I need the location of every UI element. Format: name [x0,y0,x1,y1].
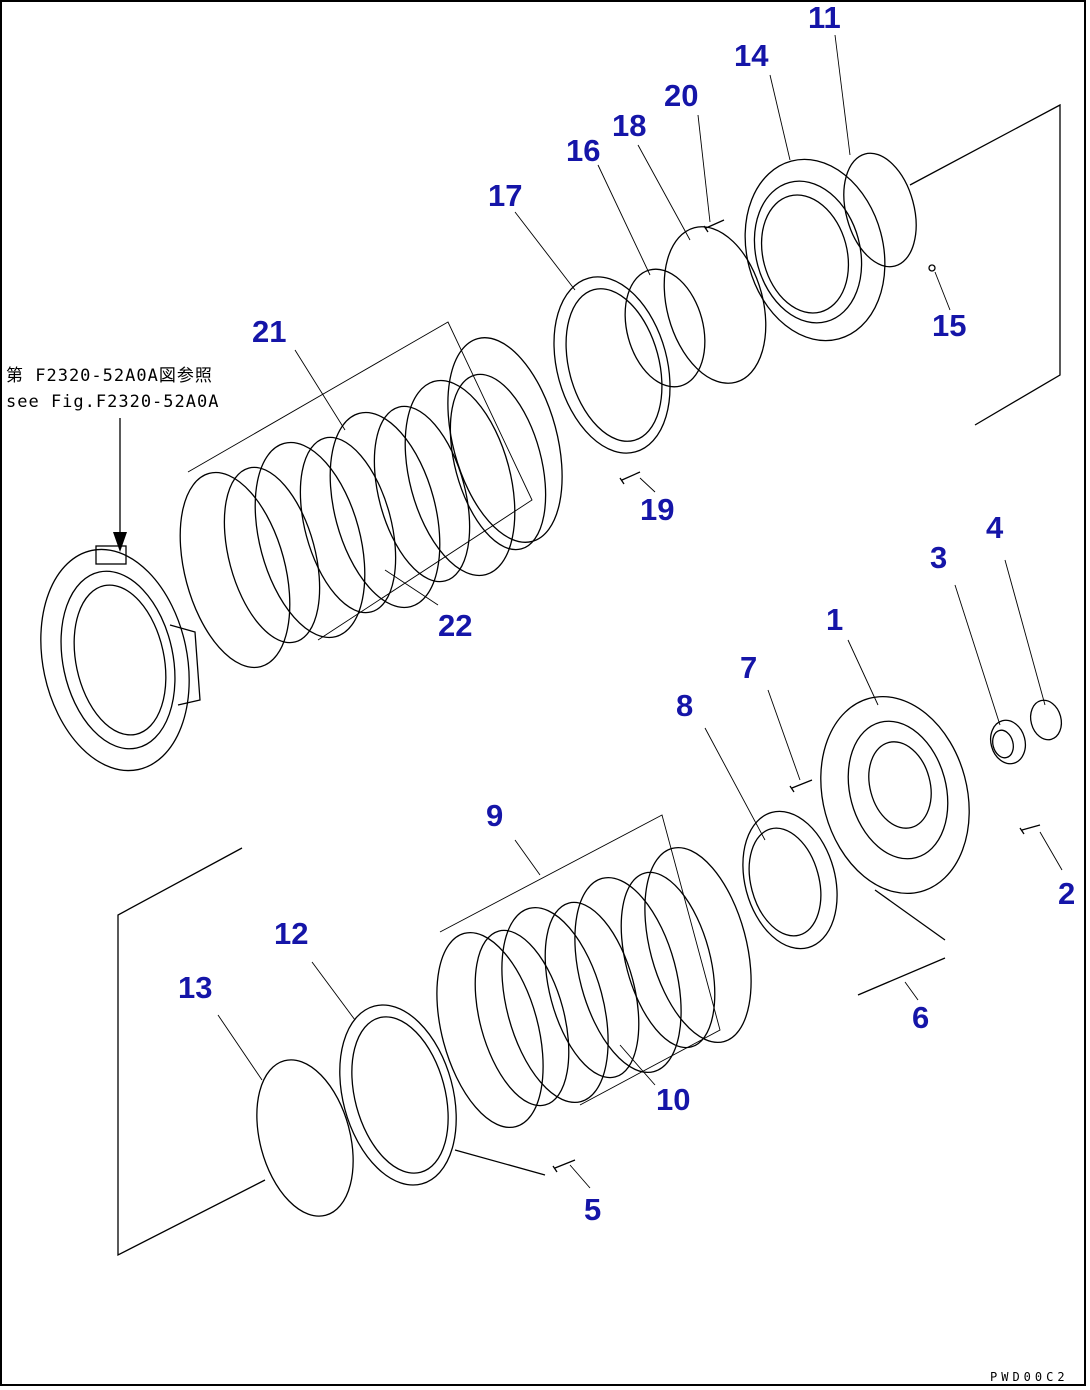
part-17-piston [553,276,671,454]
callout-11: 11 [808,0,841,35]
drawing-code: PWD00C2 [990,1370,1069,1384]
bracket-upper-right [909,103,1061,426]
part-1-housing [820,695,970,941]
callout-15: 15 [932,308,967,343]
part-7-pin [789,779,813,793]
reference-arrow-head [113,532,127,552]
callout-14: 14 [734,38,769,73]
callout-22: 22 [438,608,473,643]
reference-housing [40,545,201,772]
callout-3: 3 [930,540,948,575]
leader-lines [217,34,1063,1189]
callout-9: 9 [486,798,504,833]
callout-7: 7 [740,650,758,685]
callout-19: 19 [640,492,675,527]
callout-12: 12 [274,916,309,951]
part-5-bolt [454,1149,576,1176]
lower-disc-pack [436,814,752,1129]
part-4-cap [1029,699,1063,741]
callout-6: 6 [912,1000,930,1035]
part-18-seal [663,226,767,384]
callout-4: 4 [986,510,1004,545]
part-13-seal [256,1059,354,1217]
part-15-plug [928,264,936,272]
callout-8: 8 [676,688,694,723]
callout-21: 21 [252,314,287,349]
callout-20: 20 [664,78,699,113]
part-16-seal [624,268,706,388]
callout-18: 18 [612,108,647,143]
callout-2: 2 [1058,876,1076,911]
callout-5: 5 [584,1192,602,1227]
reference-note-en: see Fig.F2320-52A0A [6,392,220,412]
callout-1: 1 [826,602,844,637]
part-8-bearing [742,810,838,950]
part-12-piston [339,1004,457,1186]
callout-13: 13 [178,970,213,1005]
bracket-lower-left [117,847,266,1257]
reference-note-jp: 第 F2320-52A0A図参照 [6,366,213,386]
part-14-housing [744,158,886,342]
part-6-pin [857,957,946,996]
upper-disc-pack [179,321,563,669]
callout-10: 10 [656,1082,691,1117]
callout-16: 16 [566,133,601,168]
callout-17: 17 [488,178,523,213]
bolts-19-20 [619,219,725,485]
part-11-seal [843,152,917,268]
part-3-bearing [989,719,1027,765]
part-2-bolt [1019,824,1041,835]
